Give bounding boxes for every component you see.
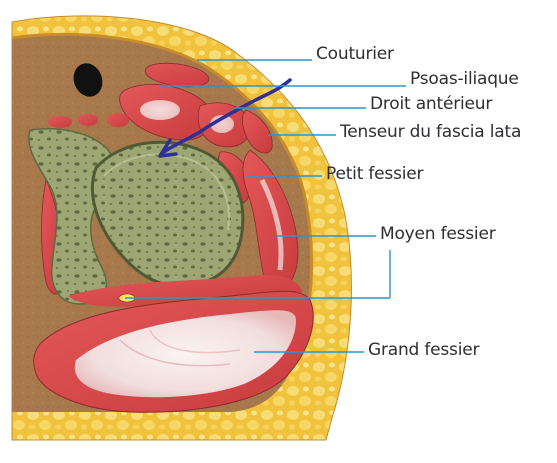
label-petit-fessier: Petit fessier (326, 166, 423, 183)
label-moyen-fessier: Moyen fessier (380, 226, 496, 243)
label-tenseur-fascia-lata: Tenseur du fascia lata (340, 124, 521, 141)
label-droit-anterieur: Droit antérieur (370, 96, 492, 113)
label-couturier: Couturier (316, 46, 394, 63)
label-psoas-iliaque: Psoas-iliaque (410, 71, 519, 88)
label-grand-fessier: Grand fessier (368, 342, 479, 359)
